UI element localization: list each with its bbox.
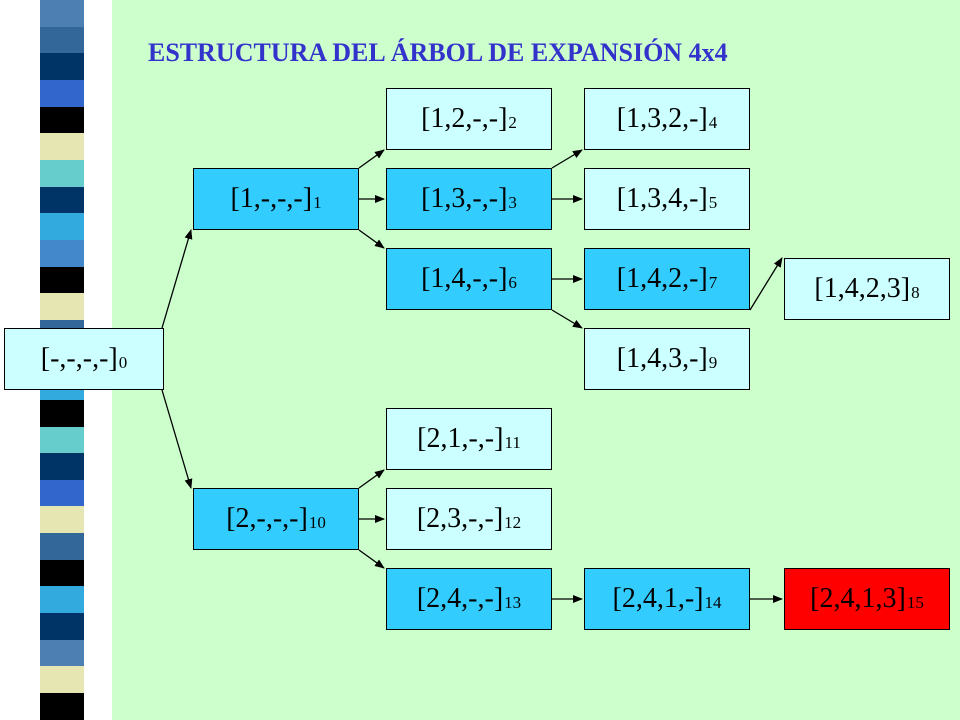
tree-node-15: [2,4,1,3]15 [784, 568, 950, 630]
stripe [40, 266, 84, 294]
node-label: [1,-,-,-] [230, 183, 313, 214]
node-label: [1,3,2,-] [616, 103, 708, 134]
node-label: [1,4,2,-] [616, 263, 708, 294]
node-index: 4 [708, 113, 718, 132]
stripe [40, 613, 84, 640]
stripe [40, 213, 84, 240]
stripe [40, 586, 84, 614]
stripe [40, 693, 84, 720]
stripe [40, 239, 84, 267]
decorative-stripes [40, 0, 84, 720]
edge-n1-n2 [358, 149, 385, 169]
node-index: 8 [911, 283, 920, 302]
node-label: [1,2,-,-] [421, 103, 508, 134]
tree-node-7: [1,4,2,-]7 [584, 248, 750, 310]
node-index: 10 [308, 513, 326, 532]
node-label: [2,4,1,3] [810, 583, 906, 614]
edge-n1-n6 [358, 229, 385, 249]
tree-node-8: [1,4,2,3]8 [784, 258, 950, 320]
stripe [40, 133, 84, 160]
edge-n3-n4 [551, 149, 583, 169]
node-label: [2,1,-,-] [417, 423, 504, 454]
tree-node-4: [1,3,2,-]4 [584, 88, 750, 150]
stripe [40, 399, 84, 427]
tree-node-9: [1,4,3,-]9 [584, 328, 750, 390]
tree-node-5: [1,3,4,-]5 [584, 168, 750, 230]
stripe [40, 26, 84, 54]
node-index: 13 [504, 593, 522, 612]
node-label: [-,-,-,-] [40, 343, 118, 374]
node-label: [2,-,-,-] [226, 503, 308, 534]
stripe [40, 559, 84, 587]
stripe [40, 533, 84, 560]
edge-n0-n10 [161, 389, 193, 489]
node-index: 1 [313, 193, 322, 212]
tree-node-12: [2,3,-,-]12 [386, 488, 552, 550]
node-label: [1,4,2,3] [814, 273, 911, 304]
tree-node-1: [1,-,-,-]1 [193, 168, 359, 230]
stripe [40, 479, 84, 507]
tree-node-0: [-,-,-,-]0 [4, 328, 164, 390]
stripe [40, 639, 84, 667]
stripe [40, 159, 84, 187]
stripe [40, 53, 84, 80]
edge-n7-n8 [749, 257, 783, 311]
node-label: [1,3,4,-] [616, 183, 708, 214]
tree-node-14: [2,4,1,-]14 [584, 568, 750, 630]
node-index: 6 [508, 273, 517, 292]
node-label: [2,3,-,-] [416, 503, 504, 534]
tree-node-13: [2,4,-,-]13 [386, 568, 552, 630]
node-index: 3 [508, 193, 517, 212]
stripe [40, 666, 84, 694]
node-label: [1,4,-,-] [421, 263, 508, 294]
node-label: [1,4,3,-] [616, 343, 708, 374]
stripe [40, 506, 84, 534]
stripe [40, 106, 84, 134]
node-index: 2 [508, 113, 517, 132]
edge-n0-n1 [161, 229, 193, 329]
edge-n10-n11 [358, 469, 385, 489]
tree-node-10: [2,-,-,-]10 [193, 488, 359, 550]
node-index: 15 [906, 593, 924, 612]
node-index: 5 [708, 193, 718, 212]
edge-n6-n9 [551, 309, 583, 329]
tree-node-11: [2,1,-,-]11 [386, 408, 552, 470]
stripe [40, 426, 84, 454]
stripe [40, 79, 84, 107]
tree-node-3: [1,3,-,-]3 [386, 168, 552, 230]
page-title: ESTRUCTURA DEL ÁRBOL DE EXPANSIÓN 4x4 [148, 38, 728, 67]
edge-n10-n13 [358, 549, 385, 569]
stripe [40, 0, 84, 27]
node-index: 9 [708, 353, 718, 372]
node-label: [1,3,-,-] [421, 183, 508, 214]
node-index: 14 [704, 593, 722, 612]
node-index: 0 [118, 353, 128, 372]
node-index: 11 [504, 433, 521, 452]
stripe [40, 453, 84, 480]
tree-node-2: [1,2,-,-]2 [386, 88, 552, 150]
tree-node-6: [1,4,-,-]6 [386, 248, 552, 310]
node-index: 7 [708, 273, 718, 292]
stripe [40, 293, 84, 320]
node-index: 12 [504, 513, 522, 532]
stripe [40, 186, 84, 214]
node-label: [2,4,1,-] [612, 583, 704, 614]
node-label: [2,4,-,-] [416, 583, 504, 614]
